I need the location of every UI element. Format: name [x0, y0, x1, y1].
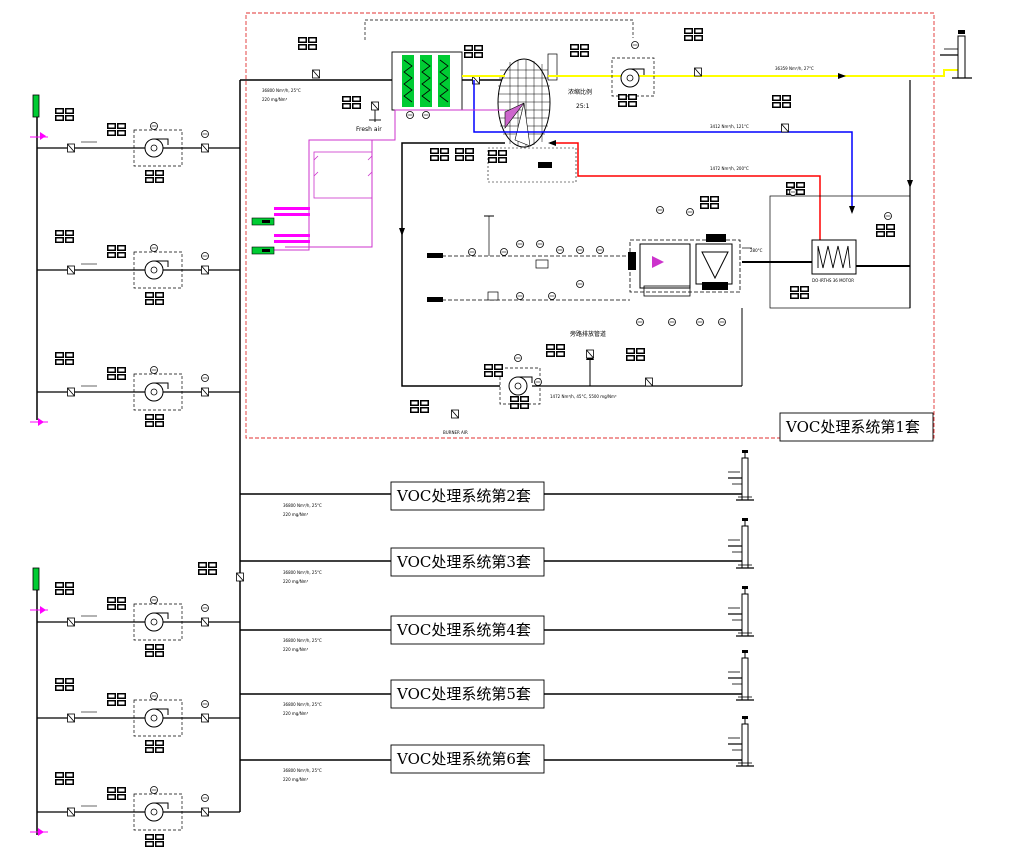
- booth-4: [37, 582, 240, 657]
- subsystem-6-label: VOC处理系统第6套: [396, 750, 531, 768]
- booth-6: [37, 772, 240, 847]
- burner-air-intake: BURNER AIR: [410, 400, 468, 435]
- branch-4-conc: 220 mg/Nm³: [283, 647, 309, 652]
- heater-note: DO-IRTHS 36 MOTOR: [812, 278, 854, 283]
- branch-3-conc: 220 mg/Nm³: [283, 579, 309, 584]
- subsystem-2-box[interactable]: [390, 481, 545, 511]
- subsystem-5-box[interactable]: [390, 679, 545, 709]
- desorption-out-label: 1472 Nm³/h, 45°C, 5500 mg/Nm³: [550, 394, 617, 399]
- branch-2-conc: 220 mg/Nm³: [283, 512, 309, 517]
- fuel-gas-train: [427, 215, 630, 302]
- booth-2: [37, 230, 240, 305]
- inlet-flow-label: 36800 Nm³/h, 25°C: [262, 88, 301, 93]
- subsystem-1-label: VOC处理系统第1套: [785, 418, 920, 436]
- exhaust-flow-label: 36359 Nm³/h, 27°C: [775, 66, 814, 71]
- subsystem-5: 36800 Nm³/h, 25°C 220 mg/Nm³ VOC处理系统第5套: [240, 649, 755, 716]
- subsystem-4-label: VOC处理系统第4套: [396, 621, 531, 639]
- branch-4-flow: 36800 Nm³/h, 25°C: [283, 638, 322, 643]
- desorption-return-line: [401, 142, 505, 387]
- subsystem-4-box[interactable]: [390, 615, 545, 645]
- fresh-air-label: Fresh air: [356, 126, 382, 133]
- branch-3-flow: 36800 Nm³/h, 25°C: [283, 570, 322, 575]
- burner-air-label: BURNER AIR: [443, 430, 468, 435]
- booth-5: [37, 678, 240, 753]
- branch-5-conc: 220 mg/Nm³: [283, 711, 309, 716]
- branch-6-flow: 36800 Nm³/h, 25°C: [283, 768, 322, 773]
- subsystem-3: 36800 Nm³/h, 25°C 220 mg/Nm³ VOC处理系统第3套: [240, 517, 755, 584]
- branch-5-flow: 36800 Nm³/h, 25°C: [283, 702, 322, 707]
- subsystem-4: 36800 Nm³/h, 25°C 220 mg/Nm³ VOC处理系统第4套: [240, 585, 755, 652]
- stack-2: [727, 449, 755, 501]
- heat-exchanger: DO-IRTHS 36 MOTOR: [742, 80, 913, 309]
- desorption-hot-line: [550, 142, 821, 242]
- branch-2-flow: 36800 Nm³/h, 25°C: [283, 503, 322, 508]
- subsystem-5-label: VOC处理系统第5套: [396, 685, 531, 703]
- bypass-label: 旁路排放管道: [570, 330, 606, 338]
- stack-1: [940, 30, 972, 79]
- booth-group-upper: [30, 94, 240, 427]
- pre-filter: [388, 51, 463, 119]
- fresh-air-inlet: Fresh air: [342, 96, 382, 133]
- subsystem-3-label: VOC处理系统第3套: [396, 553, 531, 571]
- exhaust-line: [548, 69, 960, 77]
- concentration-label: 浓缩比例: [568, 88, 592, 96]
- branch-6-conc: 220 mg/Nm³: [283, 777, 309, 782]
- concentration-ratio: 25:1: [576, 103, 590, 110]
- system-1-boundary: [245, 12, 935, 439]
- temp-280-label: 280°C: [750, 248, 763, 253]
- desorption-fan: 旁路排放管道 1472 Nm³/h, 45°C, 5500 mg/Nm³: [484, 308, 743, 409]
- stack-4: [727, 585, 755, 637]
- subsystem-1-box[interactable]: VOC处理系统第1套: [779, 412, 934, 442]
- cooling-flow-label: 3412 Nm³/h, 121°C: [710, 124, 749, 129]
- stack-6: [727, 715, 755, 767]
- subsystem-3-box[interactable]: [390, 547, 545, 577]
- booth-1: [37, 108, 240, 183]
- subsystem-2-label: VOC处理系统第2套: [396, 487, 531, 505]
- booth-3: [37, 352, 240, 427]
- zeolite-rotor: [497, 53, 558, 148]
- desorption-hot-label: 1472 Nm³/h, 200°C: [710, 166, 749, 171]
- subsystem-2: 36800 Nm³/h, 25°C 220 mg/Nm³ VOC处理系统第2套: [240, 449, 755, 517]
- rto-combustion-chamber: 280°C: [628, 196, 763, 326]
- subsystem-6-box[interactable]: [390, 744, 545, 774]
- collector-valve: [198, 562, 244, 582]
- main-exhaust-fan: [570, 28, 703, 107]
- booth-group-lower: [30, 567, 240, 847]
- cooling-air-line: [473, 80, 853, 212]
- inlet-conc-label: 220 mg/Nm³: [262, 97, 288, 102]
- purge-lines: [251, 109, 505, 255]
- stack-5: [727, 649, 755, 701]
- subsystem-6: 36800 Nm³/h, 25°C 220 mg/Nm³ VOC处理系统第6套: [240, 715, 755, 782]
